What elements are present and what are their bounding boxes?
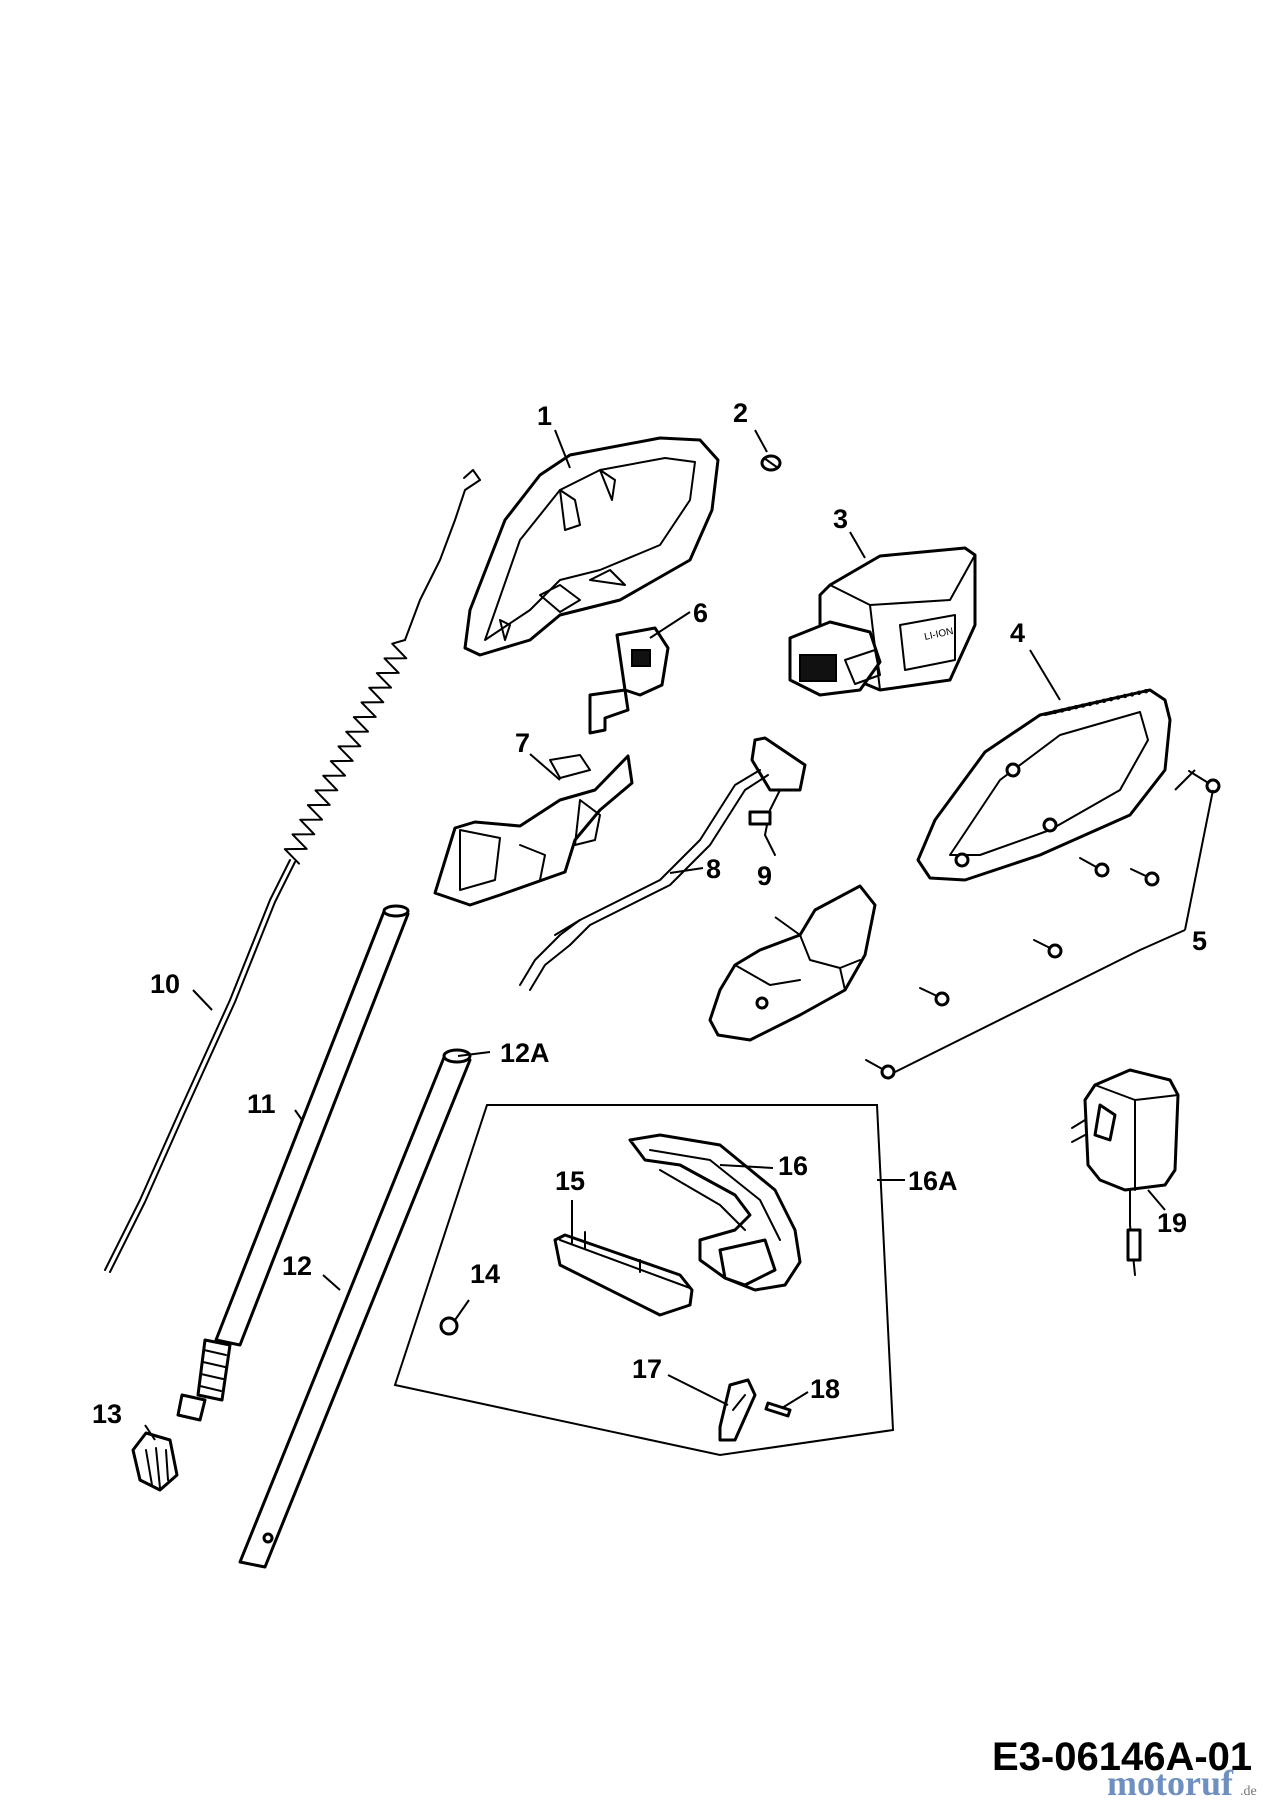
part-8-wire-harness bbox=[519, 736, 807, 991]
grip-rib bbox=[1080, 703, 1086, 708]
screw bbox=[1033, 939, 1063, 959]
part-7-mount bbox=[433, 754, 634, 907]
part-15-clamp bbox=[553, 1231, 694, 1317]
part-3-battery-pack: LI-ION bbox=[788, 546, 977, 697]
label-6: 6 bbox=[693, 598, 708, 628]
watermark-suffix: .de bbox=[1240, 1784, 1257, 1799]
kit-16a-frame bbox=[393, 1104, 895, 1457]
grip-rib bbox=[1115, 695, 1121, 700]
part-2-nut bbox=[760, 454, 782, 472]
label-12a: 12A bbox=[500, 1038, 550, 1068]
label-4: 4 bbox=[1010, 618, 1025, 648]
grip-rib bbox=[1087, 701, 1093, 707]
label-7: 7 bbox=[515, 728, 530, 758]
label-10: 10 bbox=[150, 969, 180, 999]
part-5-screws bbox=[865, 770, 1221, 1080]
grip-rib bbox=[1108, 697, 1114, 702]
grip-rib bbox=[1136, 690, 1142, 695]
label-12: 12 bbox=[282, 1251, 312, 1281]
diagram-reference-number: E3-06146A-01 bbox=[992, 1735, 1252, 1779]
leader-lines bbox=[144, 429, 1214, 1441]
label-5: 5 bbox=[1192, 926, 1207, 956]
grip-rib bbox=[1073, 705, 1079, 710]
screw bbox=[1130, 868, 1160, 887]
watermark-logo: motoruf bbox=[1107, 1763, 1234, 1800]
part-1-housing-shell bbox=[463, 436, 720, 657]
grip-rib bbox=[1129, 692, 1135, 697]
label-18: 18 bbox=[810, 1374, 840, 1404]
part-19-charger bbox=[1071, 1068, 1180, 1276]
grip-rib bbox=[1122, 693, 1128, 699]
label-1: 1 bbox=[537, 401, 552, 431]
screw bbox=[865, 1059, 896, 1080]
grip-rib bbox=[1059, 708, 1065, 713]
grip-rib bbox=[1143, 689, 1149, 694]
part-labels: 1 2 3 4 5 6 7 8 9 10 11 12 12A 13 14 15 … bbox=[92, 398, 1207, 1429]
part-14-nut bbox=[439, 1316, 459, 1336]
screw bbox=[919, 987, 950, 1007]
label-3: 3 bbox=[833, 504, 848, 534]
label-14: 14 bbox=[470, 1259, 500, 1289]
label-16: 16 bbox=[778, 1151, 808, 1181]
label-13: 13 bbox=[92, 1399, 122, 1429]
label-11: 11 bbox=[247, 1089, 276, 1119]
part-6-switch bbox=[588, 626, 670, 735]
part-9-cover bbox=[708, 884, 877, 1042]
part-4-handle-shell bbox=[916, 688, 1172, 882]
label-15: 15 bbox=[555, 1166, 585, 1196]
part-10-coiled-cable bbox=[104, 469, 481, 1273]
label-17: 17 bbox=[632, 1354, 662, 1384]
grip-rib bbox=[1052, 709, 1058, 715]
label-19: 19 bbox=[1157, 1208, 1187, 1238]
part-13-knob bbox=[131, 1431, 179, 1492]
grip-rib bbox=[1094, 700, 1100, 705]
label-2: 2 bbox=[733, 398, 748, 428]
part-16-loop-handle bbox=[628, 1133, 802, 1292]
screw bbox=[1188, 770, 1221, 794]
part-17-clip bbox=[718, 1378, 757, 1442]
label-16a: 16A bbox=[908, 1166, 958, 1196]
label-8: 8 bbox=[706, 854, 721, 884]
grip-rib bbox=[1101, 698, 1107, 703]
part-4-grip-ribs bbox=[1052, 689, 1149, 715]
part-11-upper-tube bbox=[176, 904, 410, 1422]
grip-rib bbox=[1066, 706, 1072, 711]
screw bbox=[1079, 857, 1110, 878]
label-9: 9 bbox=[757, 861, 772, 891]
part-12-lower-tube bbox=[238, 1048, 472, 1569]
cable-coil bbox=[283, 639, 408, 865]
